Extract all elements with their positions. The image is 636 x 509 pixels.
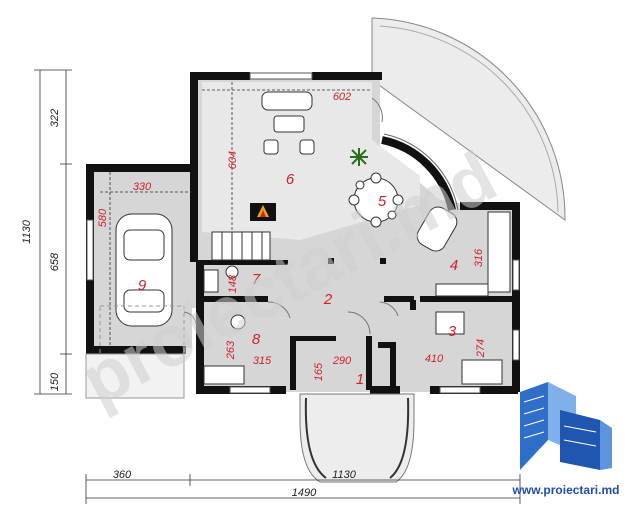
dim-left-width: 360 bbox=[113, 469, 132, 481]
room-7-dim-a: 148 bbox=[227, 274, 239, 293]
room-6-dim-b: 604 bbox=[227, 151, 239, 169]
plant-icon bbox=[350, 148, 368, 166]
garage-driveway bbox=[99, 305, 185, 397]
dim-seg-bottom: 150 bbox=[49, 372, 61, 391]
dim-seg-mid: 658 bbox=[49, 252, 61, 271]
room-5-number: 5 bbox=[378, 193, 387, 210]
room-9-dim-b: 580 bbox=[97, 208, 109, 227]
room-2-number: 2 bbox=[323, 291, 333, 308]
living-furniture bbox=[261, 91, 404, 228]
porch-arc-right bbox=[389, 397, 410, 479]
room-1-dim-b: 290 bbox=[332, 355, 352, 367]
dim-total-height: 1130 bbox=[21, 219, 33, 244]
room-6-dim-a: 602 bbox=[333, 91, 351, 103]
room-9-number: 9 bbox=[138, 277, 147, 294]
bath-fixtures bbox=[203, 265, 246, 385]
room-8-number: 8 bbox=[252, 331, 261, 348]
garage-entry bbox=[85, 353, 185, 399]
terrace-inner-arc bbox=[379, 25, 559, 213]
room-1-dim-a: 165 bbox=[313, 362, 325, 381]
dim-seg-top: 322 bbox=[49, 109, 61, 127]
room-8-dim-b: 315 bbox=[253, 355, 272, 367]
door-swings bbox=[183, 97, 399, 335]
brand-url: www.proiectari.md bbox=[512, 483, 620, 497]
room-3-dim-a: 410 bbox=[425, 353, 444, 365]
dim-right-width: 1130 bbox=[332, 469, 357, 481]
room-7-number: 7 bbox=[252, 271, 261, 288]
stairs bbox=[211, 231, 271, 261]
bay-window-glass bbox=[383, 133, 459, 211]
porch-arc bbox=[304, 397, 327, 479]
entrance-porch bbox=[299, 393, 415, 483]
room-3-number: 3 bbox=[448, 323, 457, 340]
room-4-dim-a: 316 bbox=[473, 248, 485, 267]
windows bbox=[86, 72, 520, 394]
room-3-dim-b: 274 bbox=[475, 339, 487, 358]
dimension-lines bbox=[34, 69, 521, 504]
columns bbox=[328, 258, 436, 300]
room-4-number: 4 bbox=[450, 257, 458, 274]
bay-window-wall bbox=[381, 136, 456, 211]
dim-total-width: 1490 bbox=[292, 487, 317, 499]
room-8-dim-a: 263 bbox=[225, 340, 237, 360]
building-logo-icon bbox=[520, 382, 612, 470]
room-1-number: 1 bbox=[356, 371, 364, 388]
car bbox=[115, 213, 173, 327]
fire-core-icon bbox=[260, 210, 266, 217]
room-9-dim-a: 330 bbox=[133, 181, 152, 193]
terrace bbox=[371, 17, 566, 221]
room-6-number: 6 bbox=[286, 171, 295, 188]
